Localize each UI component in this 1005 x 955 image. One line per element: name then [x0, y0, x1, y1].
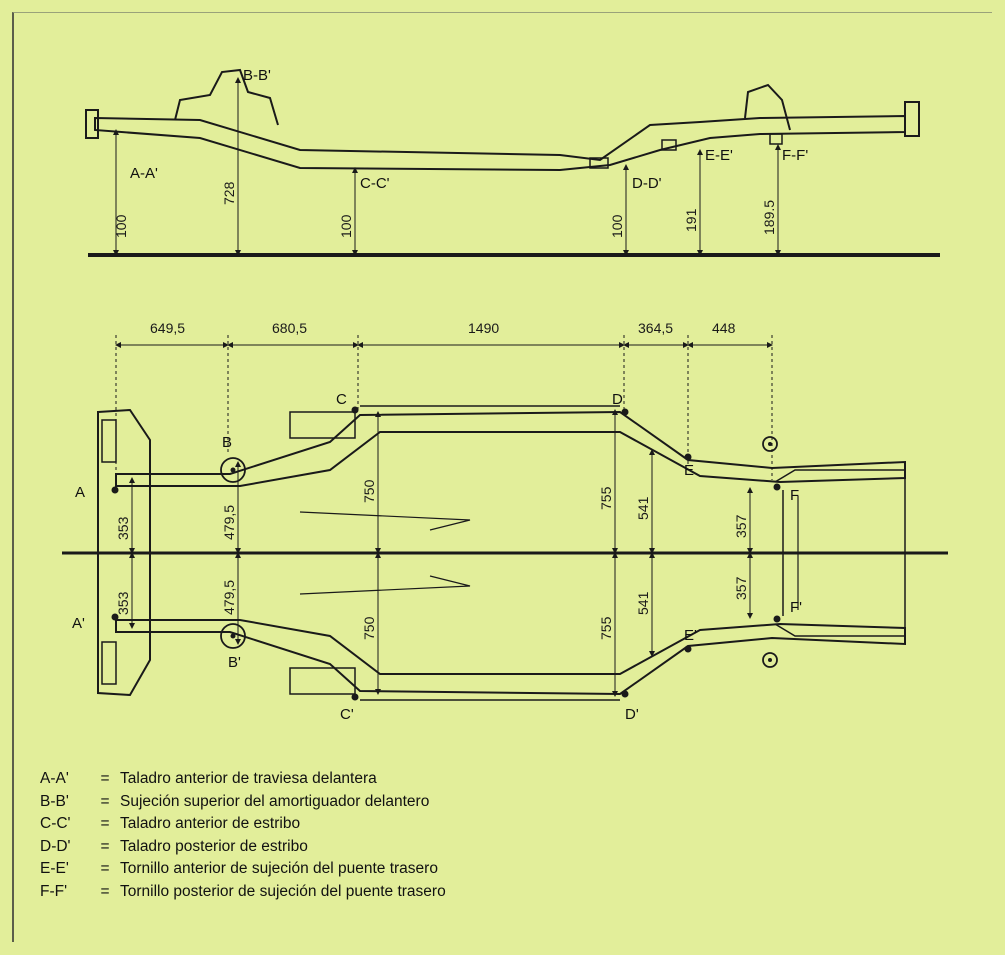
side-label-bb: B-B': [243, 67, 271, 84]
hw-b-down: 479,5: [221, 580, 237, 615]
rear-mount-lower: [762, 652, 778, 668]
front-crossmember: [97, 408, 151, 697]
upper-step: [289, 411, 356, 439]
point-f: F: [790, 487, 799, 504]
point-b2: B': [228, 654, 241, 671]
front-tower: [174, 68, 279, 126]
rear-frame: [774, 469, 906, 637]
hw-d-down: 755: [598, 616, 614, 640]
legend-row-aa: A-A' = Taladro anterior de traviesa dela…: [40, 770, 377, 787]
point-e: E: [684, 462, 694, 479]
panel-border: [12, 12, 992, 942]
point-c: C: [336, 391, 347, 408]
point-a: A: [75, 484, 85, 501]
hw-f-down: 357: [733, 576, 749, 600]
hw-b-up: 479,5: [221, 505, 237, 540]
point-b: B: [222, 434, 232, 451]
rear-mount-upper: [762, 436, 778, 452]
top-view: [62, 405, 948, 701]
side-height-b: 728: [221, 181, 237, 205]
side-view: [85, 68, 940, 257]
spacing-2: 680,5: [272, 320, 307, 336]
hw-e-up: 541: [635, 496, 651, 520]
side-label-ee: E-E': [705, 147, 733, 164]
side-height-f: 189.5: [761, 200, 777, 235]
hw-a-down: 353: [115, 591, 131, 615]
hw-c-down: 750: [361, 616, 377, 640]
spacing-5: 448: [712, 320, 736, 336]
point-e2: E': [684, 627, 697, 644]
point-c2: C': [340, 706, 354, 723]
side-label-cc: C-C': [360, 175, 390, 192]
side-label-dd: D-D': [632, 175, 662, 192]
side-height-e: 191: [683, 208, 699, 232]
point-d: D: [612, 391, 623, 408]
side-height-c: 100: [338, 214, 354, 238]
side-label-ff: F-F': [782, 147, 808, 164]
spacing-4: 364,5: [638, 320, 673, 336]
spacing-3: 1490: [468, 320, 499, 336]
holes: [111, 406, 781, 701]
shock-mount-b: [220, 457, 246, 483]
side-label-aa: A-A': [130, 165, 158, 182]
legend-row-ff: F-F' = Tornillo posterior de sujeción de…: [40, 882, 446, 900]
legend: A-A' = Taladro anterior de traviesa dela…: [40, 768, 446, 903]
hw-d-up: 755: [598, 486, 614, 510]
hw-c-up: 750: [361, 479, 377, 503]
point-a2: A': [72, 615, 85, 632]
legend-row-dd: D-D' = Taladro posterior de estribo: [40, 837, 308, 855]
lower-step: [289, 667, 356, 695]
legend-row-cc: C-C' = Taladro anterior de estribo: [40, 815, 301, 832]
rear-hanger: [744, 83, 791, 131]
legend-row-bb: B-B' = Sujeción superior del amortiguado…: [40, 792, 430, 810]
spacing-dimensions: [115, 335, 773, 480]
side-height-d: 100: [609, 214, 625, 238]
rear-bumper: [904, 101, 920, 137]
hw-e-down: 541: [635, 591, 651, 615]
point-d2: D': [625, 706, 639, 723]
side-height-a: 100: [113, 214, 129, 238]
legend-row-ee: E-E' = Tornillo anterior de sujeción del…: [40, 860, 438, 877]
hw-a-up: 353: [115, 516, 131, 540]
front-bumper: [85, 109, 99, 139]
shock-mount-b2: [220, 623, 246, 649]
point-f2: F': [790, 599, 802, 616]
spacing-1: 649,5: [150, 320, 185, 336]
hw-f-up: 357: [733, 514, 749, 538]
